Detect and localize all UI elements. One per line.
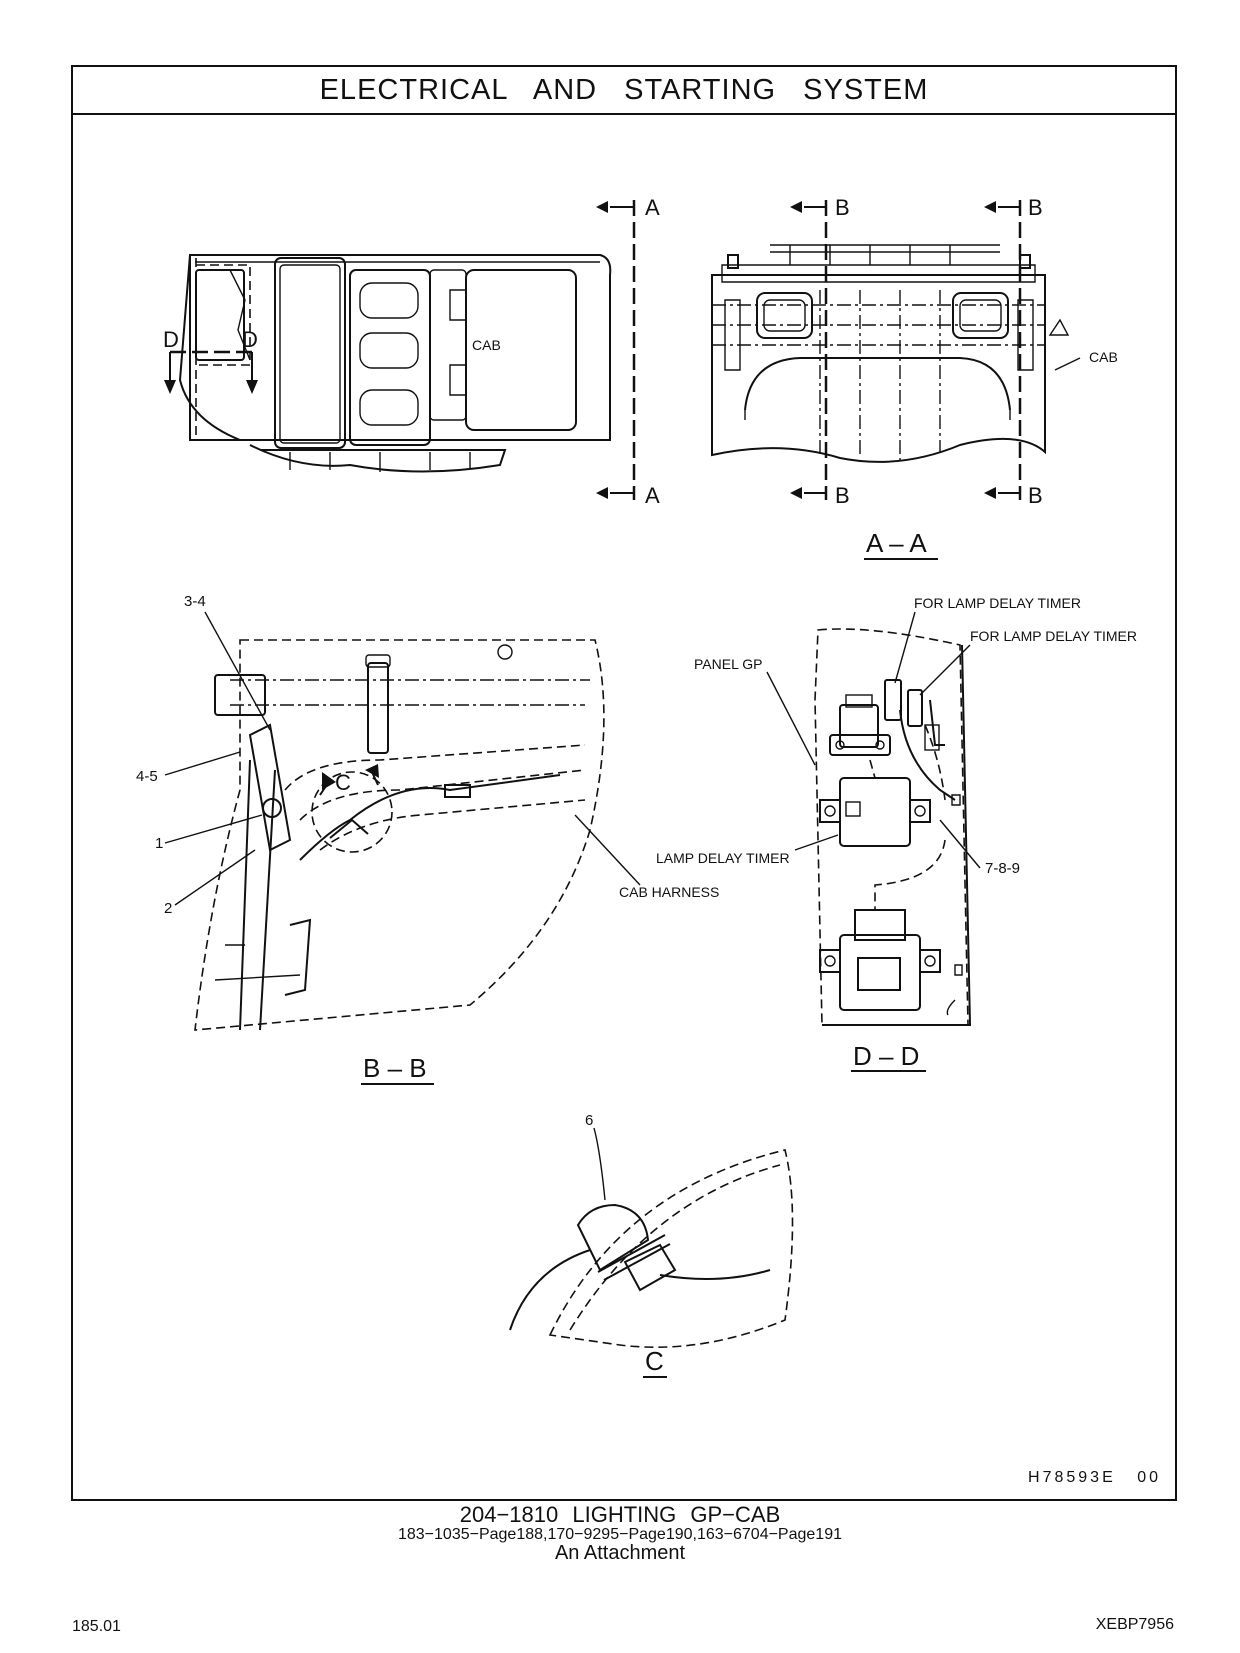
section-mark-a-bottom: A [645,483,660,508]
cab-label-top: CAB [472,337,501,353]
figure-subcaption: An Attachment [554,1542,686,1564]
section-mark-b-3: B [1028,195,1043,220]
drawing-reference-code: H78593E 00 [1028,1469,1161,1486]
top-view: D D CAB A A [163,195,660,508]
view-a-a: CAB B B B B A – A [711,195,1118,560]
view-b-b: C 3-4 4-5 1 2 CAB HARNESS B – B [136,593,719,1085]
section-mark-a-top: A [645,195,660,220]
document-number: XEBP7956 [1095,1616,1174,1633]
label-lamp-delay-timer: LAMP DELAY TIMER [656,850,790,866]
view-d-d: FOR LAMP DELAY TIMER FOR LAMP DELAY TIME… [656,595,1137,1072]
page-title: ELECTRICAL AND STARTING SYSTEM [73,67,1175,115]
view-title-c: C [645,1346,664,1376]
cab-label-aa: CAB [1089,349,1118,365]
section-mark-b-2: B [835,483,850,508]
drawing-frame: ELECTRICAL AND STARTING SYSTEM H78593E 0… [71,65,1177,1501]
view-title-a-a: A – A [866,528,927,558]
section-mark-d-left: D [163,327,179,352]
section-mark-d-right: D [242,327,258,352]
section-mark-b-1: B [835,195,850,220]
view-title-b-b: B – B [363,1053,427,1083]
label-panel-gp: PANEL GP [694,656,762,672]
cab-harness-label: CAB HARNESS [619,884,719,900]
callout-6: 6 [585,1112,593,1129]
page-number: 185.01 [72,1618,121,1635]
section-mark-b-4: B [1028,483,1043,508]
figure-caption: 204−1810 LIGHTING GP−CAB [459,1502,781,1527]
view-c: 6 C [509,1112,794,1378]
callout-2: 2 [164,900,172,917]
callout-4-5: 4-5 [136,768,158,785]
label-for-lamp-delay-timer-2: FOR LAMP DELAY TIMER [970,628,1137,644]
callout-3-4: 3-4 [184,593,206,610]
label-for-lamp-delay-timer-1: FOR LAMP DELAY TIMER [914,595,1081,611]
callout-7-8-9: 7-8-9 [985,860,1020,877]
callout-1: 1 [155,835,163,852]
detail-mark-c: C [335,770,351,795]
view-title-d-d: D – D [853,1041,919,1071]
figure-page-references: 183−1035−Page188,170−9295−Page190,163−67… [397,1526,842,1543]
